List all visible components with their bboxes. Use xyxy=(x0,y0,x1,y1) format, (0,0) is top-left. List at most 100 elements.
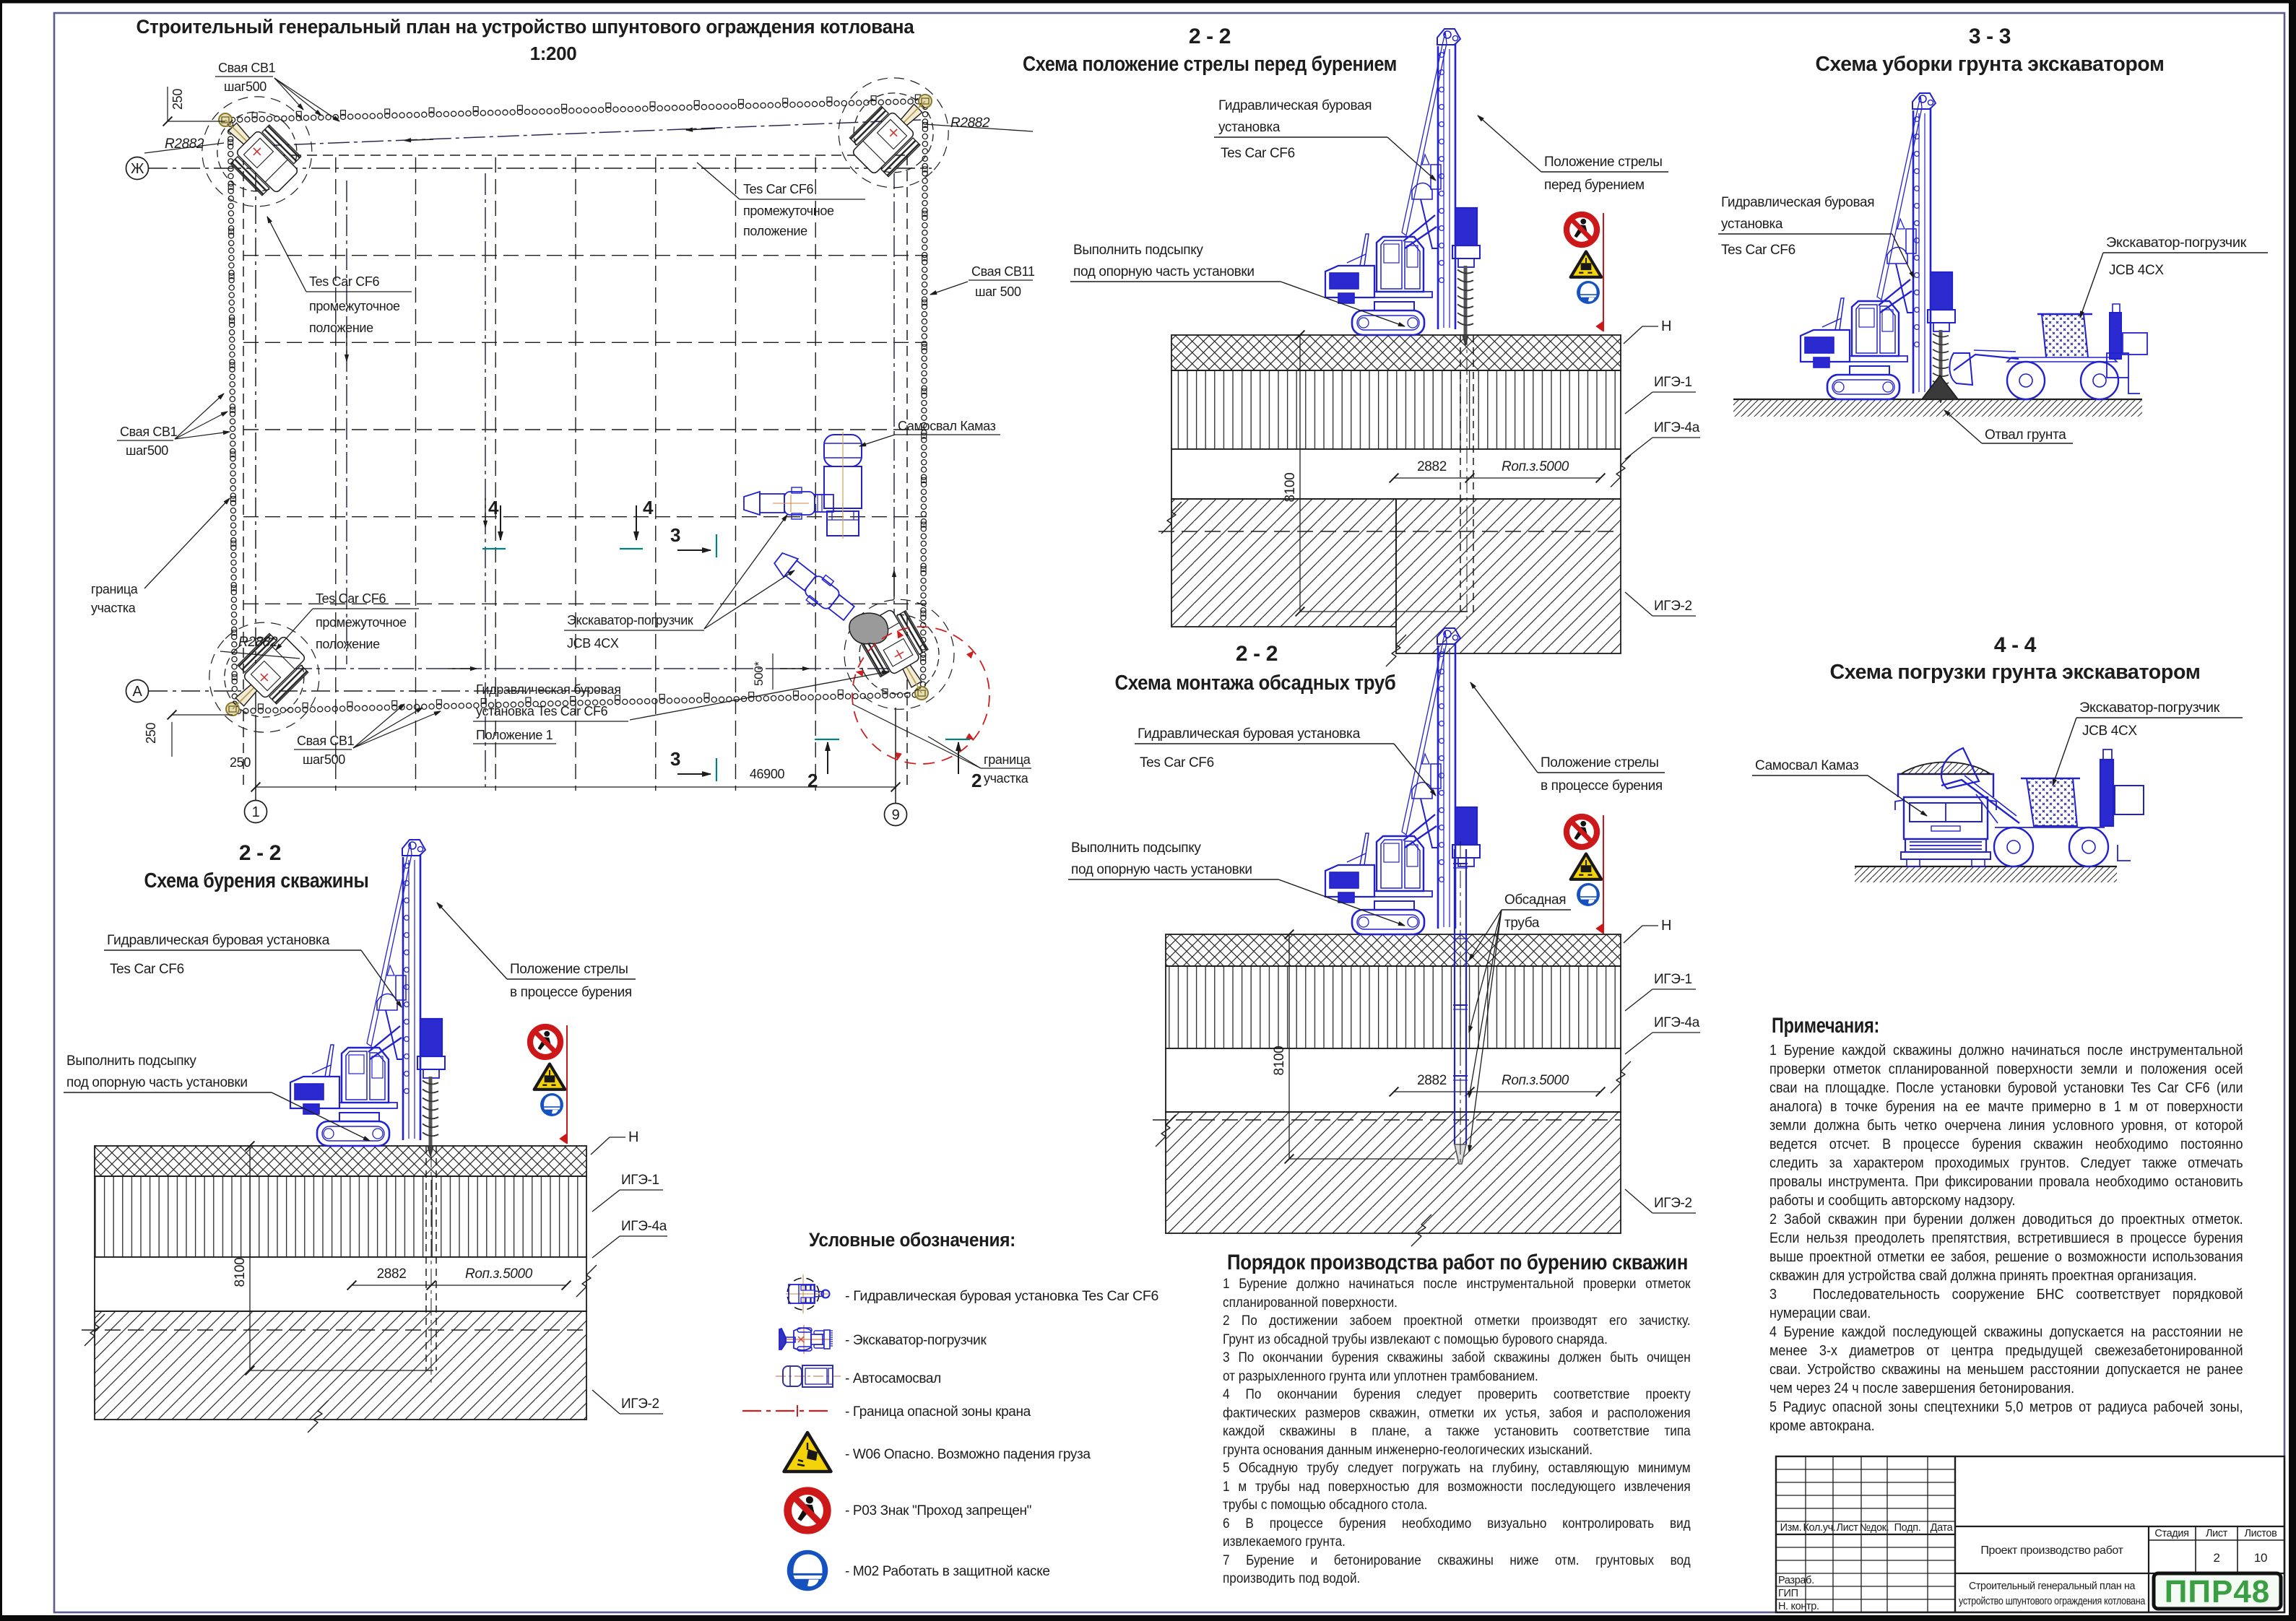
svg-text:положение: положение xyxy=(316,637,380,651)
svg-text:Экскаватор-погрузчик: Экскаватор-погрузчик xyxy=(2079,700,2220,716)
svg-text:250: 250 xyxy=(230,755,251,770)
svg-text:промежуточное: промежуточное xyxy=(309,299,400,313)
svg-text:Положение стрелы: Положение стрелы xyxy=(1541,755,1659,770)
svg-text:2 - 2: 2 - 2 xyxy=(239,841,281,865)
svg-text:JCB 4CX: JCB 4CX xyxy=(2109,263,2164,278)
svg-text:Лист: Лист xyxy=(1836,1522,1858,1534)
svg-text:Лист: Лист xyxy=(2206,1528,2228,1539)
svg-text:Выполнить подсыпку: Выполнить подсыпку xyxy=(1071,840,1201,856)
svg-text:Tes Car CF6: Tes Car CF6 xyxy=(1721,243,1795,258)
svg-text:2: 2 xyxy=(807,770,818,791)
svg-text:8100: 8100 xyxy=(1272,1046,1287,1076)
svg-text:участка: участка xyxy=(984,771,1029,786)
svg-text:перед бурением: перед бурением xyxy=(1544,178,1645,193)
svg-text:Экскаватор-погрузчик: Экскаватор-погрузчик xyxy=(2106,235,2247,251)
svg-text:Н: Н xyxy=(1661,918,1671,934)
svg-text:2882: 2882 xyxy=(1417,459,1447,474)
svg-text:Проект производство работ: Проект производство работ xyxy=(1980,1544,2123,1557)
svg-text:R2882: R2882 xyxy=(238,635,278,650)
svg-text:в процессе бурения: в процессе бурения xyxy=(510,985,632,1000)
svg-text:9: 9 xyxy=(892,807,900,823)
svg-text:- W06 Опасно. Возможно падения: - W06 Опасно. Возможно падения груза xyxy=(845,1447,1091,1462)
svg-text:ППР48: ППР48 xyxy=(2165,1574,2271,1609)
svg-text:4: 4 xyxy=(488,497,499,518)
svg-text:Rоп.з.5000: Rоп.з.5000 xyxy=(1502,459,1569,474)
svg-text:Подп.: Подп. xyxy=(1894,1522,1921,1534)
svg-text:под опорную часть установки: под опорную часть установки xyxy=(66,1075,248,1090)
svg-text:Самосвал Камаз: Самосвал Камаз xyxy=(898,419,996,433)
svg-text:2882: 2882 xyxy=(1417,1073,1447,1088)
svg-text:Строительный генеральный план: Строительный генеральный план на устройс… xyxy=(137,16,915,38)
svg-text:под опорную часть установки: под опорную часть установки xyxy=(1073,264,1255,279)
svg-text:- Автосамосвал: - Автосамосвал xyxy=(845,1371,941,1386)
svg-text:А: А xyxy=(133,684,143,700)
svg-text:ИГЭ-2: ИГЭ-2 xyxy=(1654,1196,1692,1211)
svg-text:Гидравлическая буровая: Гидравлическая буровая xyxy=(1721,195,1874,210)
svg-text:Свая СВ1: Свая СВ1 xyxy=(218,61,276,75)
svg-text:Rоп.з.5000: Rоп.з.5000 xyxy=(465,1266,533,1282)
svg-text:Гидравлическая буровая установ: Гидравлическая буровая установка xyxy=(1138,726,1361,742)
svg-text:R2882: R2882 xyxy=(165,136,204,152)
svg-text:1: 1 xyxy=(252,804,260,820)
svg-text:ИГЭ-1: ИГЭ-1 xyxy=(1654,972,1692,987)
svg-text:Обсадная: Обсадная xyxy=(1504,892,1566,908)
svg-text:1:200: 1:200 xyxy=(530,43,577,64)
svg-text:- Гидравлическая буровая устан: - Гидравлическая буровая установка Tes C… xyxy=(845,1289,1158,1304)
svg-text:3 - 3: 3 - 3 xyxy=(1969,25,2011,48)
svg-text:Отвал грунта: Отвал грунта xyxy=(1985,427,2066,443)
svg-text:ИГЭ-4а: ИГЭ-4а xyxy=(1654,420,1700,435)
svg-text:4 - 4: 4 - 4 xyxy=(1994,633,2037,657)
svg-text:положение: положение xyxy=(743,224,807,238)
svg-text:2 - 2: 2 - 2 xyxy=(1189,25,1231,48)
svg-text:в процессе бурения: в процессе бурения xyxy=(1541,778,1663,794)
svg-text:установка Tes Car CF6: установка Tes Car CF6 xyxy=(476,704,608,718)
svg-text:Условные обозначения:: Условные обозначения: xyxy=(809,1229,1015,1251)
svg-text:ИГЭ-4а: ИГЭ-4а xyxy=(1654,1015,1700,1030)
svg-text:Свая СВ11: Свая СВ11 xyxy=(971,264,1035,279)
svg-text:Схема положение стрелы перед б: Схема положение стрелы перед бурением xyxy=(1023,53,1397,76)
svg-text:Изм.: Изм. xyxy=(1780,1522,1802,1534)
svg-text:- Экскаватор-погрузчик: - Экскаватор-погрузчик xyxy=(845,1333,987,1348)
svg-text:участка: участка xyxy=(91,601,137,615)
svg-text:ИГЭ-1: ИГЭ-1 xyxy=(1654,375,1692,390)
svg-text:Положение стрелы: Положение стрелы xyxy=(510,962,628,977)
svg-text:Выполнить подсыпку: Выполнить подсыпку xyxy=(66,1053,196,1069)
svg-text:- Граница опасной зоны крана: - Граница опасной зоны крана xyxy=(845,1404,1031,1420)
svg-text:Схема монтажа обсадных труб: Схема монтажа обсадных труб xyxy=(1115,672,1396,695)
svg-text:Гидравлическая буровая установ: Гидравлическая буровая установка xyxy=(107,933,330,948)
svg-text:Н. контр.: Н. контр. xyxy=(1778,1601,1819,1612)
svg-text:под опорную часть установки: под опорную часть установки xyxy=(1071,862,1252,877)
svg-text:Схема уборки грунта экскаватор: Схема уборки грунта экскаватором xyxy=(1816,53,2165,76)
svg-text:Положение 1: Положение 1 xyxy=(476,728,553,742)
svg-text:Примечания:: Примечания: xyxy=(1772,1014,1879,1038)
svg-text:Tes Car CF6: Tes Car CF6 xyxy=(1221,146,1295,161)
svg-text:Экскаватор-погрузчик: Экскаватор-погрузчик xyxy=(567,613,693,627)
svg-text:Н: Н xyxy=(628,1129,638,1145)
svg-text:Положение стрелы: Положение стрелы xyxy=(1544,155,1663,170)
svg-text:ИГЭ-2: ИГЭ-2 xyxy=(621,1396,659,1412)
svg-text:№док.: №док. xyxy=(1860,1522,1889,1534)
svg-text:граница: граница xyxy=(984,752,1031,767)
svg-text:Ж: Ж xyxy=(131,161,144,177)
svg-text:10: 10 xyxy=(2254,1551,2267,1565)
svg-text:250: 250 xyxy=(170,89,185,110)
svg-text:ИГЭ-2: ИГЭ-2 xyxy=(1654,599,1692,614)
svg-text:шаг 500: шаг 500 xyxy=(975,284,1021,299)
svg-text:Tes Car CF6: Tes Car CF6 xyxy=(316,591,386,606)
svg-text:3: 3 xyxy=(670,524,680,546)
svg-text:JCB 4CX: JCB 4CX xyxy=(2082,723,2137,739)
svg-text:- Р03 Знак "Проход запрещен": - Р03 Знак "Проход запрещен" xyxy=(845,1503,1031,1518)
svg-text:Rоп.з.5000: Rоп.з.5000 xyxy=(1502,1073,1569,1088)
svg-text:Строительный генеральный план: Строительный генеральный план на xyxy=(1969,1581,2136,1592)
svg-text:Стадия: Стадия xyxy=(2154,1528,2188,1539)
svg-text:Гидравлическая буровая: Гидравлическая буровая xyxy=(476,682,621,697)
svg-text:Свая СВ1: Свая СВ1 xyxy=(120,425,178,439)
svg-text:Самосвал Камаз: Самосвал Камаз xyxy=(1755,758,1858,773)
svg-text:ИГЭ-4а: ИГЭ-4а xyxy=(621,1219,667,1234)
svg-text:8100: 8100 xyxy=(1283,473,1298,503)
svg-text:250: 250 xyxy=(144,723,158,744)
svg-text:3: 3 xyxy=(670,748,680,770)
svg-text:Tes Car CF6: Tes Car CF6 xyxy=(743,182,814,196)
svg-text:2: 2 xyxy=(971,770,982,791)
svg-text:2: 2 xyxy=(2213,1551,2219,1565)
